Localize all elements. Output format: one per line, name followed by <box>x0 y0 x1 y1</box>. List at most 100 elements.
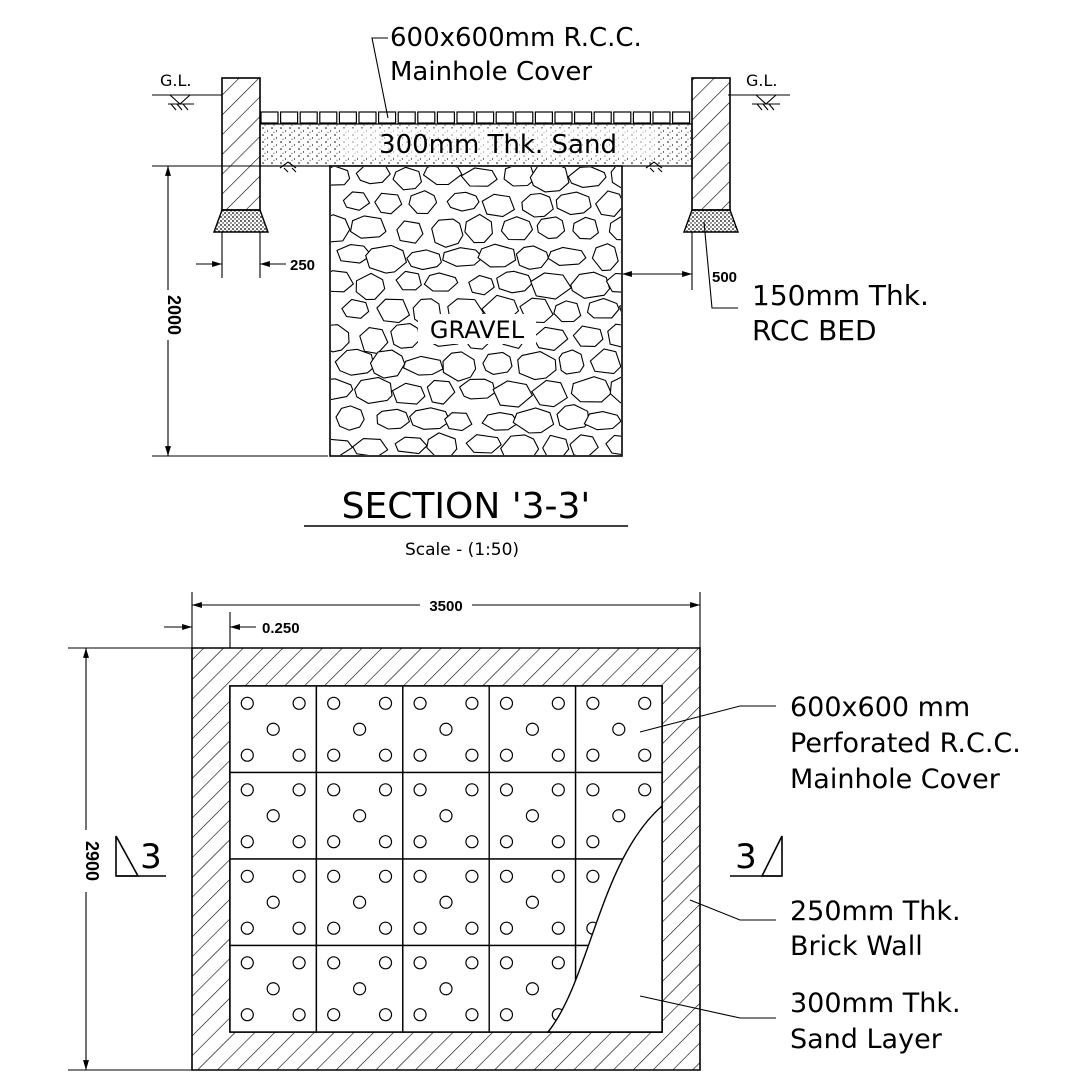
perforation-hole <box>353 895 367 909</box>
perforation-hole <box>465 835 479 849</box>
section-scale: Scale - (1:50) <box>405 540 519 560</box>
perforated-cover <box>488 771 577 860</box>
perforation-hole <box>413 696 427 710</box>
perforation-hole <box>551 696 565 710</box>
perforation-hole <box>413 956 427 970</box>
perforation-hole <box>327 956 341 970</box>
bed-label-line2: RCC BED <box>752 314 877 347</box>
gravel-stone <box>547 246 587 266</box>
perforation-hole <box>551 783 565 797</box>
perforation-hole <box>378 748 393 762</box>
section-mark-right-label: 3 <box>735 837 757 877</box>
gravel-stone <box>572 325 604 347</box>
gravel-stone <box>555 191 592 216</box>
perforation-hole <box>266 895 280 909</box>
cover-label-line1: 600x600mm R.C.C. <box>390 23 642 53</box>
cover-slab <box>338 111 357 124</box>
gravel-stone <box>591 243 619 272</box>
perforation-hole <box>292 1008 306 1022</box>
perforated-cover <box>229 771 318 860</box>
perforated-cover <box>488 685 577 774</box>
perforated-cover <box>402 944 490 1033</box>
perforation-hole <box>378 1008 393 1022</box>
perforation-hole <box>240 1008 254 1022</box>
perforation-hole <box>378 921 393 935</box>
dim-width-3500: 3500 <box>429 598 462 615</box>
perforation-hole <box>525 982 540 996</box>
gravel-stone <box>583 411 621 431</box>
perforation-hole <box>378 783 393 797</box>
gravel-stone <box>409 407 451 430</box>
cover-slabs <box>260 111 691 124</box>
cover-slab <box>417 111 436 124</box>
cover-label-line2: Mainhole Cover <box>390 57 592 87</box>
gravel-label: GRAVEL <box>430 316 525 344</box>
section-mark-left: 3 <box>115 835 166 877</box>
perforation-hole <box>266 722 280 736</box>
perforation-hole <box>551 869 565 883</box>
perforation-hole <box>551 956 565 970</box>
perforation-hole <box>638 783 652 797</box>
cover-slab <box>476 111 495 124</box>
perforation-hole <box>465 956 479 970</box>
plan-cover-label-2: Perforated R.C.C. <box>790 728 1021 759</box>
cover-slab <box>671 111 691 124</box>
plan-sand-label-2: Sand Layer <box>790 1024 943 1055</box>
gravel-stone <box>355 167 391 185</box>
perforation-hole <box>353 722 367 736</box>
perforation-hole <box>240 956 254 970</box>
ground-level-right: G.L. <box>728 71 790 111</box>
perforated-cover <box>402 858 490 947</box>
gravel-stone <box>610 167 621 189</box>
gravel-stone <box>572 216 600 240</box>
perforation-hole <box>353 809 367 823</box>
perforation-hole <box>499 921 514 935</box>
gravel-stone <box>515 245 550 270</box>
perforated-cover <box>488 858 577 947</box>
plan-wall-label-2: Brick Wall <box>790 931 923 962</box>
perforation-hole <box>465 921 479 935</box>
gravel-stone <box>500 434 540 455</box>
gravel-stone <box>500 216 534 241</box>
gravel-stone <box>553 300 582 323</box>
gravel-stone <box>464 213 493 244</box>
right-brick-wall <box>691 77 731 211</box>
gravel-stone <box>374 192 403 215</box>
gravel-stone <box>394 436 428 455</box>
perforation-hole <box>586 869 600 883</box>
gravel-stone <box>567 167 607 188</box>
gravel-stone <box>426 432 458 455</box>
gravel-stone <box>408 190 438 215</box>
cover-slab <box>280 111 299 124</box>
perforation-hole <box>465 748 479 762</box>
perforation-hole <box>612 809 626 823</box>
cover-slab <box>534 111 554 124</box>
perforation-hole <box>240 869 254 883</box>
gravel-stone <box>624 190 652 214</box>
perforation-hole <box>292 835 306 849</box>
perforation-hole <box>327 921 341 935</box>
perforation-hole <box>413 869 427 883</box>
cover-slab <box>573 111 593 124</box>
perforation-hole <box>499 835 514 849</box>
perforated-cover <box>315 685 404 774</box>
gravel-stone <box>422 167 463 186</box>
perforated-cover <box>315 944 404 1033</box>
gravel-stone <box>512 407 555 434</box>
perforation-hole <box>465 783 479 797</box>
gravel-stone <box>331 324 350 353</box>
plan-wall-label-1: 250mm Thk. <box>790 896 961 927</box>
gravel-stone <box>444 412 473 432</box>
cover-slab <box>515 111 534 124</box>
perforation-hole <box>465 1008 479 1022</box>
perforation-hole <box>378 956 393 970</box>
perforation-hole <box>413 783 427 797</box>
gravel-stone <box>406 249 443 271</box>
gravel-stone <box>570 271 611 299</box>
cover-slab <box>554 111 573 124</box>
gravel-stone <box>376 298 411 324</box>
perforated-cover <box>315 771 404 860</box>
gravel-stone <box>618 304 621 313</box>
perforated-cover <box>315 858 404 947</box>
gravel-stone <box>331 438 354 455</box>
